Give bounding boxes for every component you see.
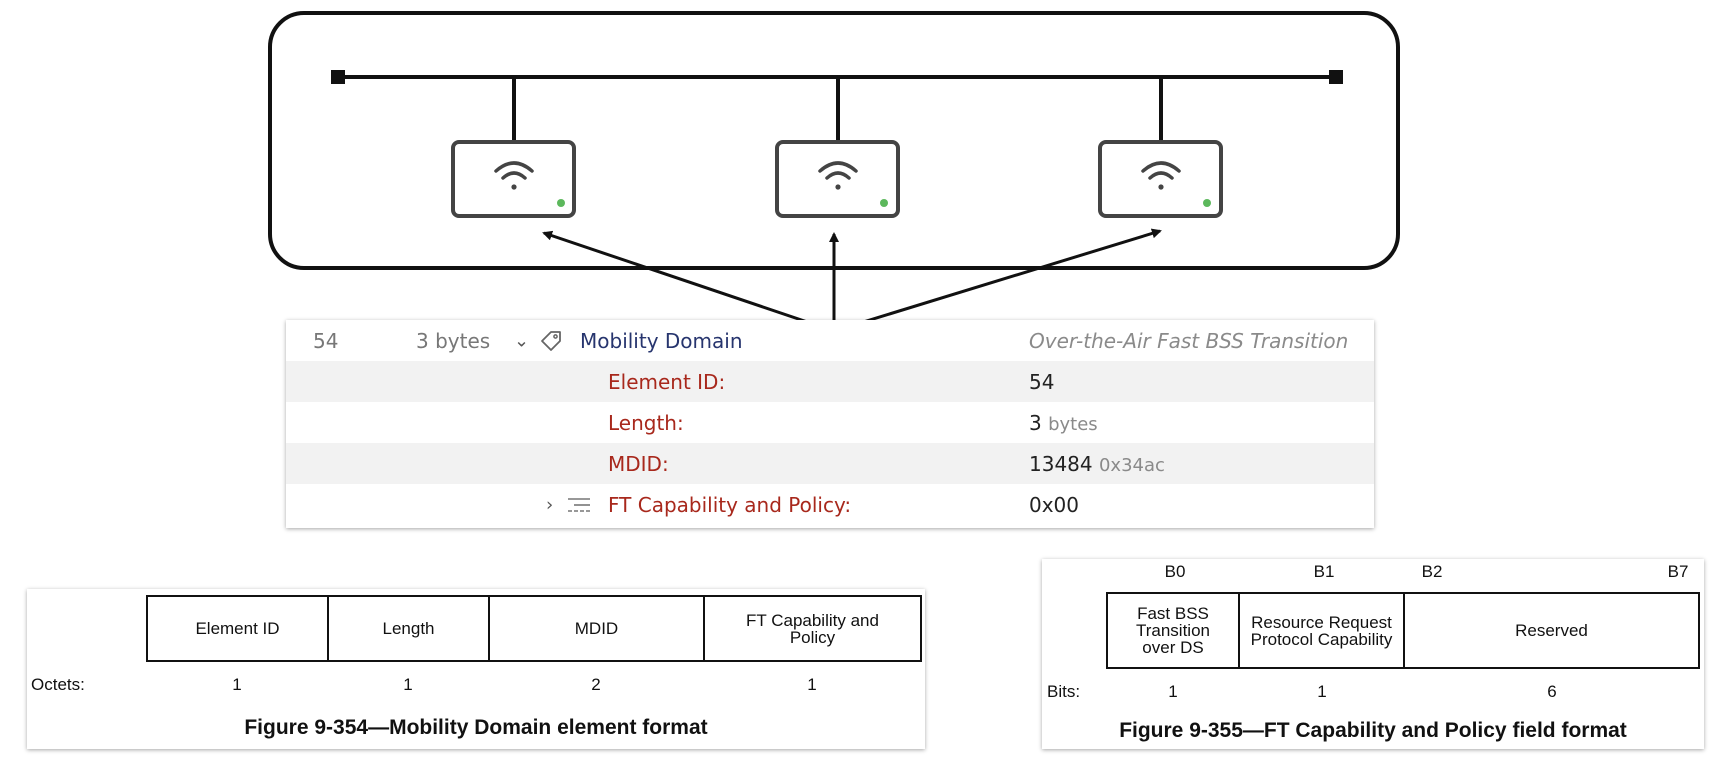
status-led <box>557 199 565 207</box>
field-value: 3 bytes <box>1029 410 1098 435</box>
format-cell: Reserved <box>1403 592 1700 669</box>
topology-diagram <box>268 11 1400 333</box>
bit-label: B1 <box>1313 562 1335 581</box>
field-label: Element ID: <box>608 369 726 394</box>
status-led <box>1203 199 1211 207</box>
access-point-3 <box>1098 77 1223 218</box>
field-value: 0x00 <box>1029 492 1080 517</box>
bit-label: B0 <box>1164 562 1186 581</box>
field-hex: 0x34ac <box>1098 454 1165 476</box>
field-value: 13484 0x34ac <box>1029 451 1165 476</box>
mobility-domain-row[interactable]: 54 3 bytes ⌄ Mobility Domain Over-the-Ai… <box>286 320 1374 361</box>
element-length: 3 bytes <box>416 328 491 353</box>
field-unit: bytes <box>1048 413 1098 435</box>
field-row[interactable]: Length: 3 bytes <box>286 402 1374 443</box>
size-value: 2 <box>591 675 601 694</box>
size-value: 1 <box>403 675 413 694</box>
backbone-end-left <box>331 70 345 84</box>
field-row[interactable]: Element ID: 54 <box>286 361 1374 402</box>
bit-label: B7 <box>1667 562 1689 581</box>
format-cell: Resource Request Protocol Capability <box>1238 592 1405 669</box>
access-point-1 <box>451 77 576 218</box>
figure-caption: Figure 9-354—Mobility Domain element for… <box>244 716 708 739</box>
wifi-icon <box>1141 161 1181 190</box>
figure-9-355: B0 B1 B2 B7 Fast BSS Transition over DS … <box>1042 559 1704 749</box>
packet-detail-panel: 54 3 bytes ⌄ Mobility Domain Over-the-Ai… <box>286 320 1374 528</box>
row-label: Bits: <box>1047 682 1081 701</box>
arrow-to-ap-3 <box>833 228 1162 333</box>
format-cell: Fast BSS Transition over DS <box>1106 592 1240 669</box>
format-cell: MDID <box>488 595 705 662</box>
chevron-down-icon[interactable]: ⌄ <box>514 330 530 351</box>
backbone-end-right <box>1329 70 1343 84</box>
field-value: 54 <box>1029 369 1055 394</box>
field-row[interactable]: MDID: 13484 0x34ac <box>286 443 1374 484</box>
element-title: Mobility Domain <box>580 328 743 353</box>
status-led <box>880 199 888 207</box>
size-value: 1 <box>232 675 242 694</box>
format-cell: Element ID <box>146 595 329 662</box>
size-value: 1 <box>1168 682 1178 701</box>
element-id-number: 54 <box>313 328 339 353</box>
format-cell: FT Capability and Policy <box>703 595 922 662</box>
field-row[interactable]: › FT Capability and Policy: 0x00 <box>286 484 1374 525</box>
field-label: FT Capability and Policy: <box>608 492 852 517</box>
bit-label: B2 <box>1421 562 1443 581</box>
format-cell: Length <box>327 595 490 662</box>
field-label: Length: <box>608 410 684 435</box>
size-value: 1 <box>1317 682 1327 701</box>
figure-9-354: Element ID Length MDID FT Capability and… <box>27 589 925 749</box>
chevron-right-icon[interactable]: › <box>546 494 554 515</box>
arrow-to-ap-1 <box>542 230 835 333</box>
size-value: 6 <box>1547 682 1557 701</box>
field-label: MDID: <box>608 451 669 476</box>
access-point-2 <box>775 77 900 218</box>
size-value: 1 <box>807 675 817 694</box>
wifi-icon <box>818 161 858 190</box>
row-label: Octets: <box>31 675 85 694</box>
list-icon <box>568 497 590 512</box>
tag-icon <box>541 330 561 351</box>
element-description: Over-the-Air Fast BSS Transition <box>1029 328 1349 353</box>
wifi-icon <box>494 161 534 190</box>
figure-caption: Figure 9-355—FT Capability and Policy fi… <box>1119 719 1627 742</box>
